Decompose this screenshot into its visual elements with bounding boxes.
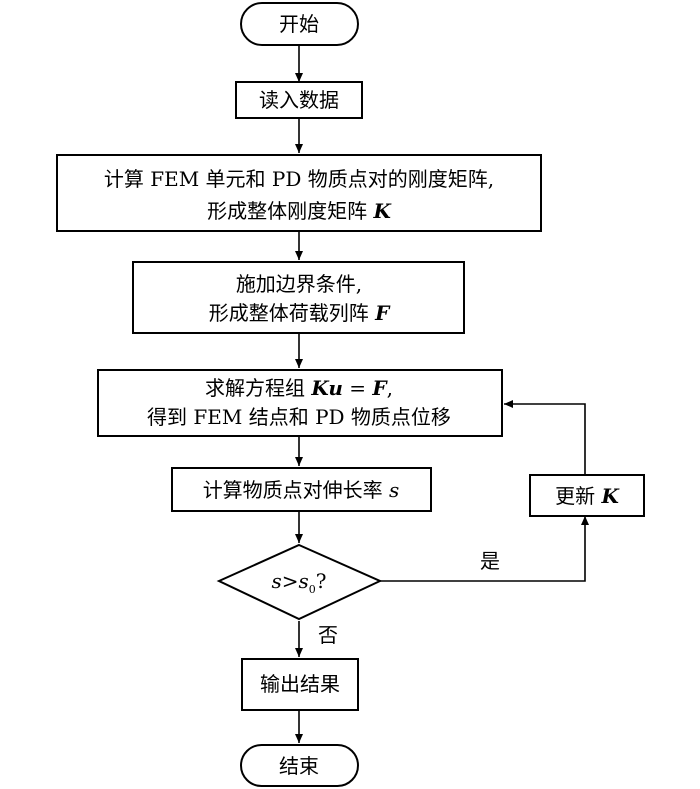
compute-stiffness-node: 计算 FEM 单元和 PD 物质点对的刚度矩阵, 形成整体刚度矩阵 K (56, 154, 542, 232)
stretch-ratio-node: 计算物质点对伸长率 s (171, 467, 432, 512)
solve-equations-node: 求解方程组 Ku = F, 得到 FEM 结点和 PD 物质点位移 (97, 369, 503, 437)
end-label: 结束 (279, 754, 319, 778)
boundary-line1: 施加边界条件, (236, 272, 362, 296)
read-data-label: 读入数据 (259, 88, 339, 112)
compute-stiffness-line1: 计算 FEM 单元和 PD 物质点对的刚度矩阵, (104, 167, 494, 191)
update-k-label: 更新 K (555, 484, 620, 508)
boundary-conditions-node: 施加边界条件, 形成整体荷载列阵 F (132, 261, 465, 334)
boundary-line2: 形成整体荷载列阵 F (209, 301, 391, 325)
decision-label: s>s0? (271, 569, 326, 596)
solve-line2: 得到 FEM 结点和 PD 物质点位移 (147, 405, 451, 429)
edge-decision-update (380, 516, 589, 582)
end-node: 结束 (240, 744, 359, 787)
update-k-node: 更新 K (529, 474, 645, 517)
edge-label-no: 否 (318, 623, 338, 647)
edge-label-yes: 是 (480, 549, 500, 573)
output-results-label: 输出结果 (260, 672, 340, 696)
start-node: 开始 (240, 2, 359, 46)
start-label: 开始 (279, 12, 319, 36)
output-results-node: 输出结果 (241, 658, 359, 711)
solve-line1: 求解方程组 Ku = F, (205, 376, 393, 400)
decision-node: s>s0? (216, 543, 383, 621)
compute-stiffness-line2: 形成整体刚度矩阵 K (207, 199, 392, 223)
read-data-node: 读入数据 (235, 81, 363, 119)
edges (295, 45, 589, 743)
edge-update-solve (504, 400, 586, 475)
stretch-ratio-label: 计算物质点对伸长率 s (203, 478, 400, 502)
